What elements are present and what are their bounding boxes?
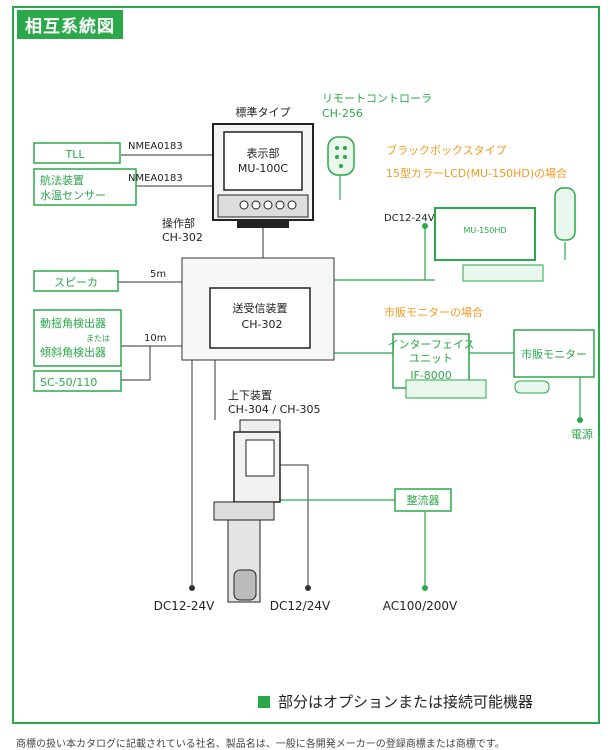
dot-dc-left (189, 585, 195, 591)
legend-text: 部分はオプションまたは接続可能機器 (278, 693, 534, 711)
sensor-line2: 傾斜角検出器 (40, 345, 106, 359)
remote-controller-icon (327, 136, 355, 176)
market-heading: 市販モニターの場合 (384, 305, 483, 319)
nmea-nav-label: NMEA0183 (128, 173, 183, 184)
page-title: 相互系統図 (17, 10, 123, 39)
power-dc-left: DC12-24V (154, 599, 215, 613)
speaker-box (33, 270, 119, 292)
mu150hd-label: MU-150HD (463, 226, 506, 235)
transceiver-line2: CH-302 (242, 318, 283, 331)
legend-swatch (258, 695, 270, 708)
operation-panel (217, 194, 309, 218)
line-dc-mid (280, 464, 309, 586)
blackbox-dc: DC12-24V (384, 213, 435, 224)
rectifier-label: 整流器 (407, 493, 440, 507)
bb-remote-icon (554, 187, 576, 241)
speaker-length: 5m (150, 269, 166, 280)
mu150hd-monitor (434, 207, 536, 261)
power-ac: AC100/200V (383, 599, 458, 613)
if-line1: インターフェイス (387, 338, 474, 351)
speaker-label: スピーカ (54, 276, 98, 289)
tll-label: TLL (65, 148, 86, 161)
diagram-frame (12, 6, 600, 724)
nav-line2: 水温センサー (40, 189, 106, 202)
remote-line1: リモートコントローラ (322, 92, 432, 105)
footnote: 商標の扱い本カタログに記載されている社名、製品名は、一般に各開発メーカーの登録商… (16, 739, 505, 750)
power-label: 電源 (571, 427, 593, 441)
legend: 部分はオプションまたは接続可能機器 (258, 691, 533, 712)
if-remote-icon (514, 380, 550, 394)
hoist-line1: 上下装置 (228, 389, 272, 402)
if-line2: ユニット (409, 352, 453, 365)
display-base (237, 219, 289, 228)
standard-heading: 標準タイプ (236, 105, 291, 119)
hoist-unit (213, 419, 281, 603)
sc-label: SC-50/110 (40, 376, 97, 389)
nav-line1: 航法装置 (40, 173, 84, 187)
op-line1: 操作部 (162, 216, 195, 230)
dot-bb-dc (422, 223, 428, 229)
transceiver-unit (209, 287, 311, 349)
blackbox-line2: 15型カラーLCD(MU-150HD)の場合 (386, 166, 567, 180)
hoist-line2: CH-304 / CH-305 (228, 403, 321, 416)
remote-line2: CH-256 (322, 107, 363, 120)
sc-box (33, 370, 122, 392)
if-control-unit (405, 379, 487, 399)
dot-power (577, 417, 583, 423)
if8000-box (392, 333, 470, 389)
sensor-line1: 動揺角検出器 (40, 316, 106, 330)
display-screen (223, 131, 303, 191)
market-monitor-box (513, 329, 595, 378)
nav-box (33, 168, 137, 206)
tll-box (33, 142, 121, 164)
power-dc-mid: DC12/24V (270, 599, 331, 613)
sensor-or: または (86, 334, 110, 343)
dot-dc-mid (305, 585, 311, 591)
sensor-box (33, 309, 122, 367)
nmea-tll-label: NMEA0183 (128, 141, 183, 152)
op-line2: CH-302 (162, 231, 203, 244)
blackbox-line1: ブラックボックスタイプ (386, 143, 507, 157)
transceiver-line1: 送受信装置 (233, 301, 288, 315)
bb-control-unit (462, 264, 544, 282)
rectifier-box (394, 488, 452, 512)
if-line3: IF-8000 (410, 369, 452, 382)
sensor-length: 10m (144, 333, 166, 344)
line-sc (121, 346, 151, 381)
system-diagram: 標準タイプ 表示部 MU-100C 操作部 CH-302 NMEA0183 NM… (33, 92, 595, 613)
market-monitor-label: 市販モニター (521, 347, 587, 361)
display-line1: 表示部 (247, 146, 280, 160)
display-line2: MU-100C (238, 162, 289, 175)
dot-ac (422, 585, 428, 591)
